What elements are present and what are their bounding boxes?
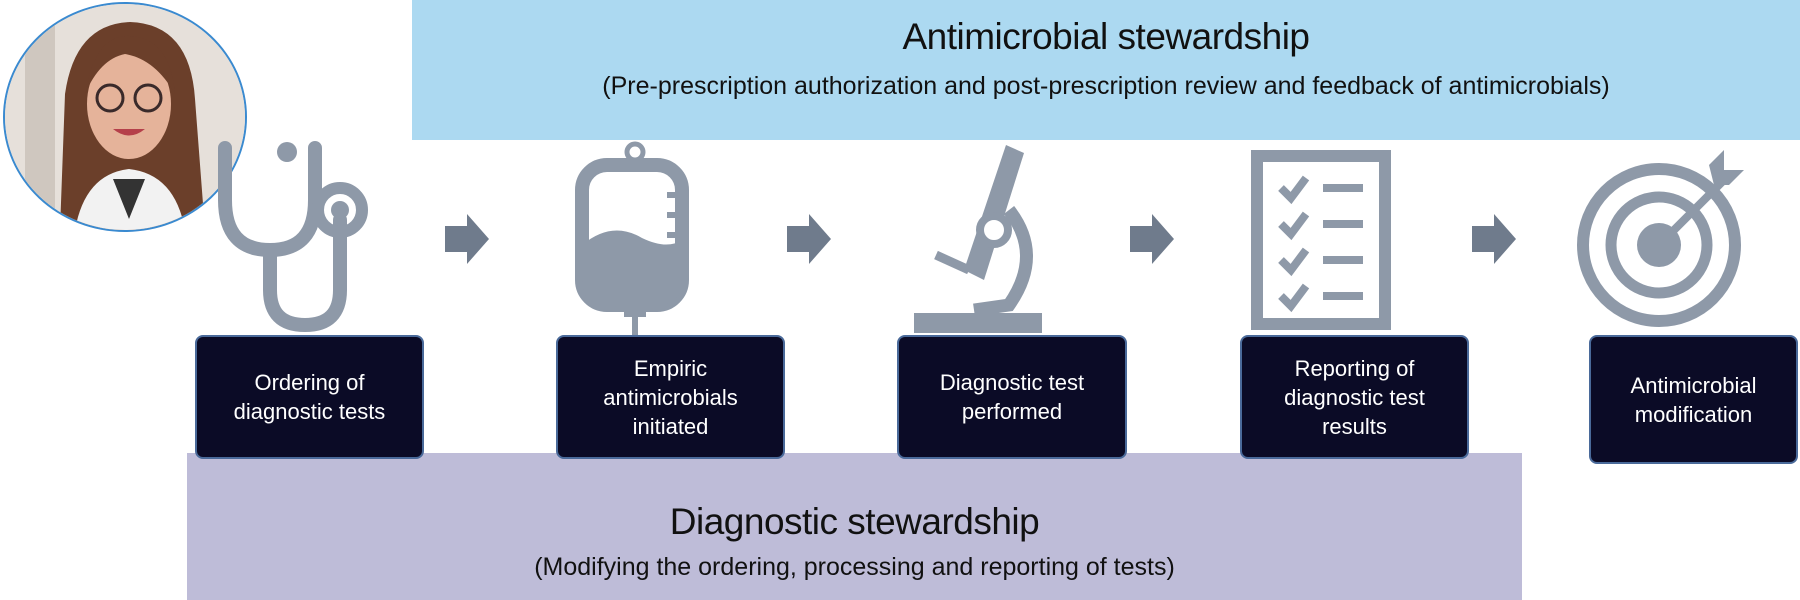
stethoscope-icon (218, 141, 368, 333)
antimicrobial-stewardship-title: Antimicrobial stewardship (902, 16, 1310, 57)
diagnostic-stewardship-title: Diagnostic stewardship (669, 501, 1040, 542)
presenter-photo (3, 2, 247, 232)
step-antimicrobial-modification: Antimicrobial modification (1589, 335, 1798, 464)
diagnostic-stewardship-subtitle: (Modifying the ordering, processing and … (534, 553, 1175, 581)
antimicrobial-stewardship-subtitle: (Pre-prescription authorization and post… (602, 72, 1610, 100)
arrow-right-icon (445, 214, 489, 264)
arrow-right-icon (1472, 214, 1516, 264)
arrow-right-icon (787, 214, 831, 264)
step-empiric-antimicrobials: Empiric antimicrobials initiated (556, 335, 785, 459)
step-reporting-results: Reporting of diagnostic test results (1240, 335, 1469, 459)
target-icon (1577, 150, 1744, 327)
microscope-icon (914, 145, 1042, 333)
diagnostic-stewardship-band: Diagnostic stewardship (Modifying the or… (187, 453, 1522, 600)
step-ordering-diagnostic-tests: Ordering of diagnostic tests (195, 335, 424, 459)
step-diagnostic-test-performed: Diagnostic test performed (897, 335, 1127, 459)
iv-bag-icon (575, 141, 689, 335)
antimicrobial-stewardship-band: Antimicrobial stewardship (Pre-prescript… (412, 0, 1800, 140)
arrow-right-icon (1130, 214, 1174, 264)
checklist-icon (1251, 150, 1391, 330)
